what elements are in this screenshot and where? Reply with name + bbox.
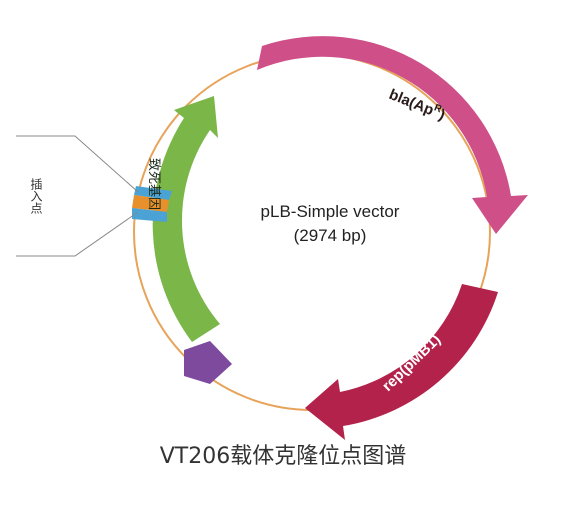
map-title: VT206载体克隆位点图谱 (159, 444, 407, 469)
insert-point-label: 插入点 (29, 178, 43, 214)
rep-arrow (305, 284, 498, 440)
vector-size: (2974 bp) (294, 226, 367, 245)
bla-arrow (257, 36, 528, 234)
promoter-marker (184, 341, 232, 384)
vector-name: pLB-Simple vector (261, 202, 400, 221)
insert-callout-lines (16, 135, 139, 257)
insert-site-marker (132, 195, 169, 212)
insert-site-flank-upper (134, 186, 172, 200)
death-gene-label: 致死基因 (146, 158, 161, 210)
death-gene-arrow (152, 96, 220, 342)
insert-site-flank-lower (132, 208, 167, 222)
